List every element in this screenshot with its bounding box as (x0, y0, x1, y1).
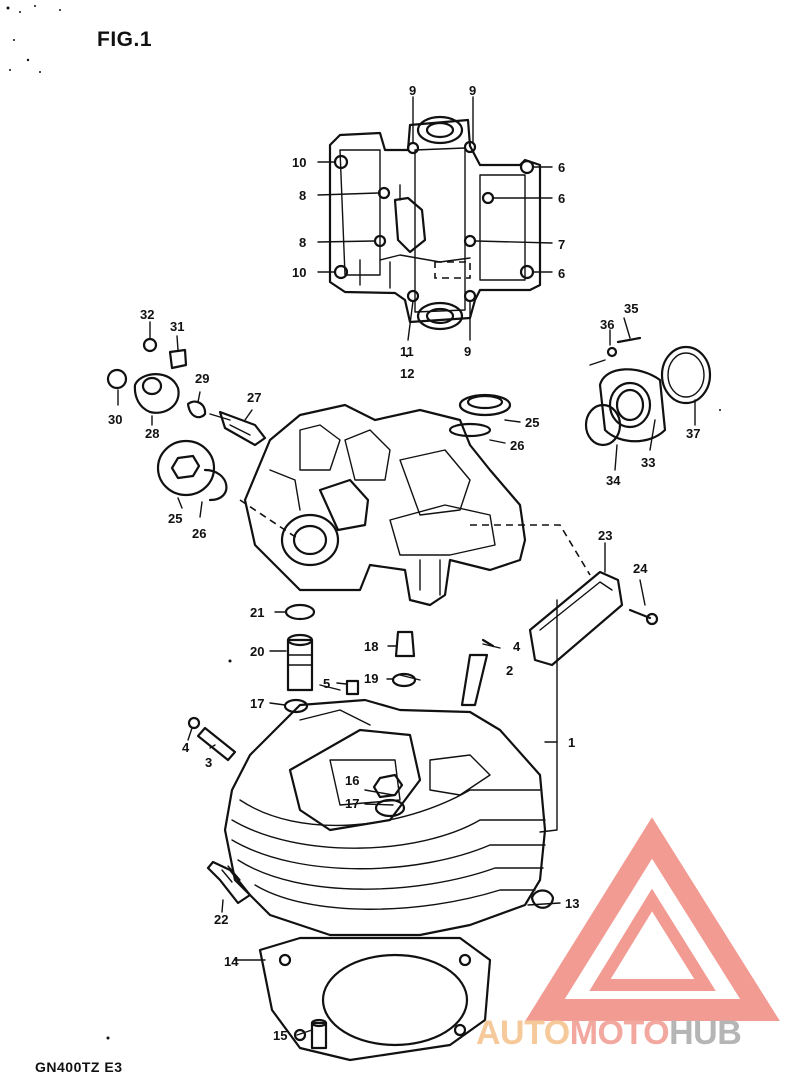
callout-9: 9 (409, 83, 417, 98)
callout-36: 36 (600, 317, 615, 332)
callout-7: 7 (558, 237, 566, 252)
spark-plug (206, 860, 252, 905)
callout-8: 8 (299, 235, 307, 250)
callout-6: 6 (558, 266, 566, 281)
watermark-part-moto: MOTO (569, 1014, 670, 1052)
callout-4: 4 (182, 740, 190, 755)
model-code: GN400TZ E3 (35, 1059, 123, 1075)
callout-2: 2 (506, 663, 514, 678)
callout-17: 17 (250, 696, 265, 711)
callout-9: 9 (464, 344, 472, 359)
plug-25-left (156, 439, 228, 502)
callout-29: 29 (195, 371, 210, 386)
intake-pipe-assembly (584, 336, 712, 447)
callout-27: 27 (247, 390, 262, 405)
callout-30: 30 (108, 412, 123, 427)
figure-title: FIG.1 (97, 28, 153, 51)
callout-4: 4 (513, 639, 521, 654)
cam-chain-tensioner-parts (106, 337, 267, 447)
callout-leaders (117, 96, 696, 913)
callout-6: 6 (558, 160, 566, 175)
side-cover-plate (528, 570, 659, 667)
callout-26: 26 (192, 526, 207, 541)
oil-seal-25-right (448, 393, 521, 444)
callout-19: 19 (364, 671, 379, 686)
callout-10: 10 (292, 155, 307, 170)
plug-13 (530, 889, 555, 909)
callout-10: 10 (292, 265, 307, 280)
callout-32: 32 (140, 307, 155, 322)
callout-28: 28 (145, 426, 160, 441)
callout-12: 12 (400, 366, 415, 381)
callout-15: 15 (273, 1028, 288, 1043)
callout-17: 17 (345, 796, 360, 811)
callout-18: 18 (364, 639, 379, 654)
head-small-parts (187, 603, 495, 762)
callout-26: 26 (510, 438, 525, 453)
callout-24: 24 (633, 561, 648, 576)
callout-20: 20 (250, 644, 265, 659)
callout-25: 25 (525, 415, 540, 430)
callout-16: 16 (345, 773, 360, 788)
callout-9: 9 (469, 83, 477, 98)
callout-5: 5 (323, 676, 331, 691)
watermark-brand: AUTOMOTOHUB (476, 1014, 742, 1053)
callout-11: 11 (400, 344, 414, 359)
callout-23: 23 (598, 528, 613, 543)
callout-1: 1 (568, 735, 576, 750)
callout-6: 6 (558, 191, 566, 206)
watermark-logo-icon (525, 817, 780, 1021)
camshaft-housing (243, 403, 527, 607)
dowel-pin (310, 1018, 328, 1050)
cylinder-head-gasket (258, 936, 492, 1062)
callout-25: 25 (168, 511, 183, 526)
callout-14: 14 (224, 954, 239, 969)
callout-13: 13 (565, 896, 580, 911)
callout-34: 34 (606, 473, 621, 488)
callout-21: 21 (250, 605, 265, 620)
leader-lines (234, 499, 591, 1036)
scan-noise (6, 5, 721, 1040)
callout-35: 35 (624, 301, 639, 316)
cylinder-head-cover (328, 115, 542, 331)
callout-22: 22 (214, 912, 229, 927)
callout-31: 31 (170, 319, 185, 334)
watermark-part-auto: AUTO (476, 1014, 570, 1052)
callout-37: 37 (686, 426, 701, 441)
callout-3: 3 (205, 755, 213, 770)
callout-8: 8 (299, 188, 307, 203)
callout-33: 33 (641, 455, 656, 470)
watermark-part-hub: HUB (669, 1014, 742, 1052)
cylinder-head-body (223, 698, 547, 937)
